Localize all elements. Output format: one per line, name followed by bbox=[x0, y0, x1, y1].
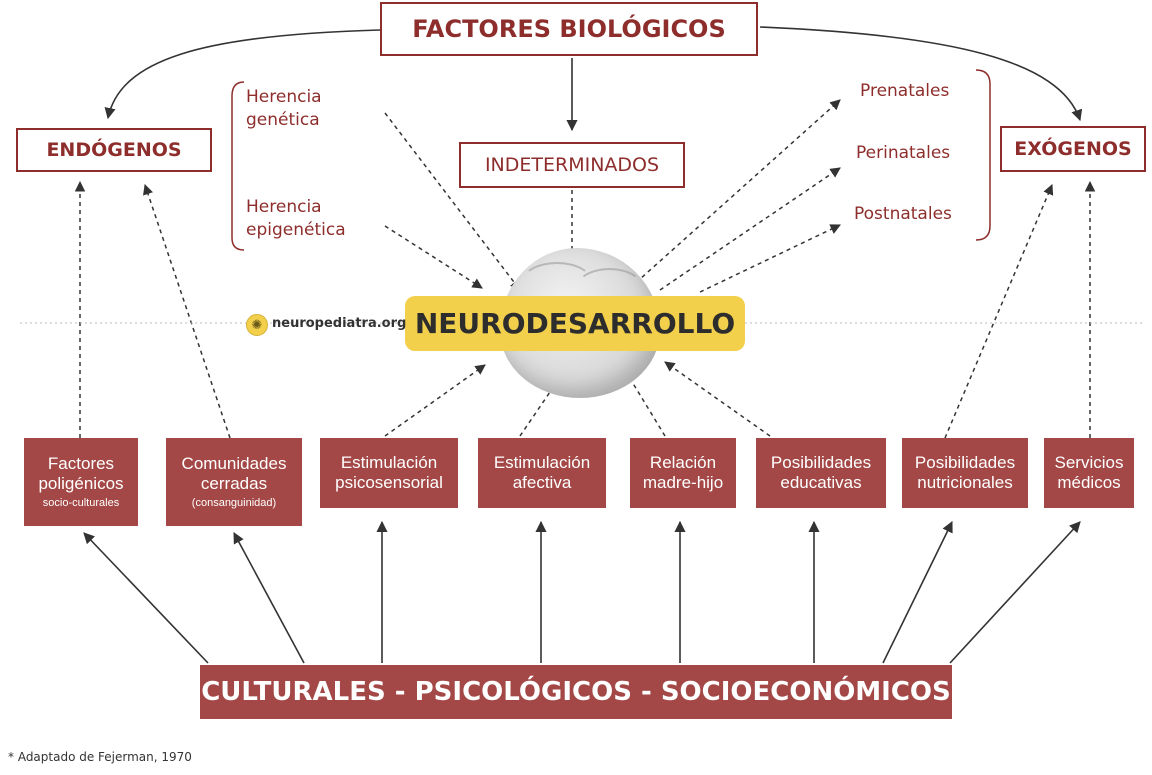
factor-box-6: Posibilidades educativas bbox=[756, 438, 886, 508]
dashed-neuro-to-prenatales bbox=[629, 99, 841, 289]
factor-line: médicos bbox=[1057, 473, 1121, 492]
dashed-epigenetica-to-neuro bbox=[384, 225, 483, 289]
dashed-f6-to-neuro bbox=[664, 361, 771, 437]
factor-box-4: Estimulación afectiva bbox=[478, 438, 606, 508]
factor-line: madre-hijo bbox=[642, 473, 724, 492]
factor-line: Relación bbox=[649, 452, 717, 472]
factor-line: educativas bbox=[780, 473, 862, 492]
dashed-genetica-to-neuro bbox=[384, 112, 521, 291]
factor-small: (consanguinidad) bbox=[191, 497, 277, 510]
label-herencia-genetica: Herencia genética bbox=[246, 87, 322, 130]
label-perinatales: Perinatales bbox=[856, 143, 951, 163]
factor-box-5: Relación madre-hijo bbox=[630, 438, 736, 508]
factor-line: poligénicos bbox=[38, 473, 124, 493]
dashed-f7-to-exogenos bbox=[944, 184, 1054, 439]
factor-line: psicosensorial bbox=[335, 473, 443, 492]
label-herencia-epigenetica: Herencia epigenética bbox=[246, 197, 346, 240]
arrow-bottom-to-f8 bbox=[949, 521, 1081, 664]
right-bracket bbox=[975, 69, 991, 241]
brain-fold bbox=[520, 262, 594, 306]
dashed-neuro-to-perinatales bbox=[659, 167, 841, 291]
arrow-top-to-exogenos bbox=[759, 26, 1083, 122]
brain-icon: ✺ bbox=[246, 314, 268, 336]
label-prenatales: Prenatales bbox=[860, 81, 950, 101]
arrow-bottom-to-f2 bbox=[233, 532, 305, 664]
footnote: * Adaptado de Fejerman, 1970 bbox=[8, 750, 192, 764]
brain-fold bbox=[575, 268, 644, 310]
arrow-bottom-to-f7 bbox=[882, 520, 953, 664]
factor-small: socio-culturales bbox=[42, 497, 120, 510]
factor-line: Estimulación bbox=[493, 452, 591, 472]
left-bracket bbox=[231, 81, 245, 251]
logo-text: neuropediatra.org bbox=[272, 316, 407, 331]
factor-box-8: Servicios médicos bbox=[1044, 438, 1134, 508]
factor-line: cerradas bbox=[200, 473, 268, 493]
dashed-neuro-to-postnatales bbox=[699, 224, 841, 293]
factor-line: afectiva bbox=[512, 473, 572, 492]
indeterminados-box: INDETERMINADOS bbox=[459, 142, 685, 188]
factor-line: Servicios bbox=[1054, 452, 1124, 472]
factor-line: nutricionales bbox=[917, 473, 1013, 492]
arrow-bottom-to-f1 bbox=[83, 532, 209, 664]
endogenos-box: ENDÓGENOS bbox=[16, 128, 212, 172]
factor-box-7: Posibilidades nutricionales bbox=[902, 438, 1028, 508]
exogenos-box: EXÓGENOS bbox=[1000, 126, 1146, 172]
dashed-f3-to-neuro bbox=[384, 364, 486, 437]
factor-box-1: Factores poligénicos socio-culturales bbox=[24, 438, 138, 526]
label-postnatales: Postnatales bbox=[854, 204, 952, 224]
factor-box-3: Estimulación psicosensorial bbox=[320, 438, 458, 508]
dashed-f2-to-endogenos bbox=[143, 184, 231, 439]
factor-line: Posibilidades bbox=[914, 452, 1016, 472]
bottom-factors-bar: CULTURALES - PSICOLÓGICOS - SOCIOECONÓMI… bbox=[200, 665, 952, 719]
factores-biologicos-box: FACTORES BIOLÓGICOS bbox=[380, 2, 758, 56]
factor-line: Comunidades bbox=[181, 453, 287, 473]
arrow-top-to-endogenos bbox=[104, 29, 381, 120]
factor-line: Factores bbox=[47, 453, 115, 473]
factor-line: Estimulación bbox=[340, 452, 438, 472]
factor-line: Posibilidades bbox=[770, 452, 872, 472]
neurodesarrollo-label: NEURODESARROLLO bbox=[405, 296, 745, 351]
factor-box-2: Comunidades cerradas (consanguinidad) bbox=[166, 438, 302, 526]
